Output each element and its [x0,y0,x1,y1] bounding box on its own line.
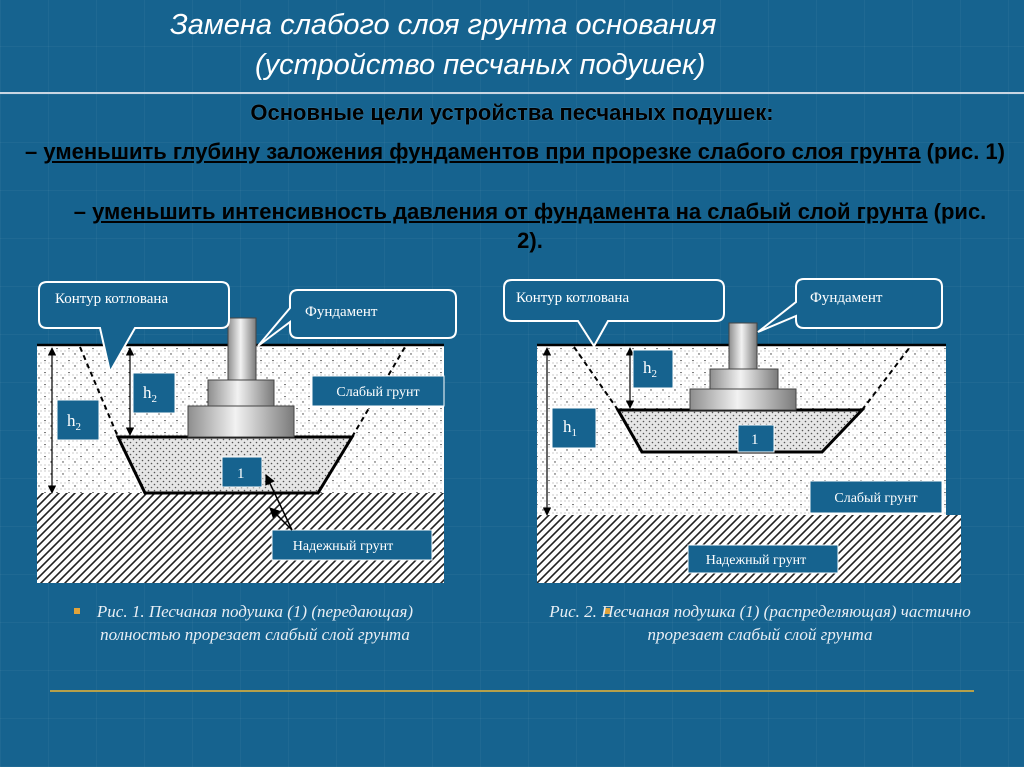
fig2-pit-contour-right [861,346,911,411]
figure-2-caption: Рис. 2. Песчаная подушка (1) (распределя… [549,602,971,644]
fig2-foundation-column [728,322,758,370]
title-divider [0,92,1024,94]
fig1-pit-contour-callout [38,281,230,375]
fig1-cushion-number-box [221,456,263,488]
fig1-foundation-column [227,317,257,381]
fig2-weak-soil-box [809,480,943,514]
fig2-foundation-callout [757,278,943,333]
fig1-reliable-soil-label: Надежный грунт [293,539,393,554]
figure-1: h2 h2 1 Слабый грунт Надежный грунт Конт… [37,281,457,583]
fig2-h1-label: h1 [563,417,577,439]
goal-2-text: уменьшить интенсивность давления от фунд… [92,199,928,224]
fig2-foundation-step-2 [709,368,779,390]
fig1-foundation-step-1 [187,405,295,438]
fig2-cushion-number: 1 [751,432,759,448]
fig1-pit-contour-left [79,346,119,438]
fig1-foundation-callout [257,289,457,347]
fig2-foundation-label: Фундамент [810,290,883,306]
goal-1-ref: (рис. 1) [926,139,1005,164]
fig2-foundation-step-1 [689,388,797,411]
figure-1-caption: Рис. 1. Песчаная подушка (1) (передающая… [96,602,414,644]
fig1-pit-contour-label: Контур котлована [55,291,168,307]
fig1-reliable-arrow-2 [269,507,293,531]
goal-2: – уменьшить интенсивность давления от фу… [60,197,1000,255]
fig2-pit-contour-label: Контур котлована [516,290,629,306]
fig1-foundation-step-2 [207,379,275,407]
fig2-reliable-soil-box [687,544,839,574]
title-line-2: (устройство песчаных подушек) [255,49,706,81]
goal-2-ref: (рис. 2). [517,199,987,253]
fig2-weak-soil-label: Слабый грунт [834,491,917,506]
fig1-weak-soil-label: Слабый грунт [336,385,419,400]
fig1-h-right-label: h2 [143,383,157,405]
fig1-reliable-soil-box [271,529,433,561]
fig2-cushion-number-box [737,424,775,453]
fig1-h-right-box [132,372,176,414]
fig1-h-left-label: h2 [67,411,81,433]
goal-1-text: уменьшить глубину заложения фундаментов … [43,139,921,164]
goal-1-dash: – [25,139,38,164]
fig2-pit-contour-left [573,346,619,411]
fig1-foundation-label: Фундамент [305,304,378,320]
caption-1-bullet-icon [74,608,80,614]
goals-heading: Основные цели устройства песчаных подуше… [250,100,774,125]
fig2-h2-box [632,349,674,389]
figure-2: h1 h2 1 Слабый грунт Надежный грунт Конт… [503,278,961,583]
fig2-h2-label: h2 [643,358,657,380]
goal-2-dash: – [73,199,86,224]
title-line-1: Замена слабого слоя грунта основания [170,9,717,41]
fig2-pit-contour-callout [503,279,725,348]
bottom-divider [50,690,974,692]
fig1-h-left-box [56,399,100,441]
fig1-weak-soil-box [311,375,445,407]
fig1-cushion-number: 1 [237,466,245,482]
fig1-reliable-arrow-1 [265,474,293,531]
goal-1: – уменьшить глубину заложения фундаменто… [25,137,1005,166]
fig2-reliable-soil-label: Надежный грунт [706,553,806,568]
fig2-h1-box [551,407,597,449]
caption-2-bullet-icon [604,608,610,614]
